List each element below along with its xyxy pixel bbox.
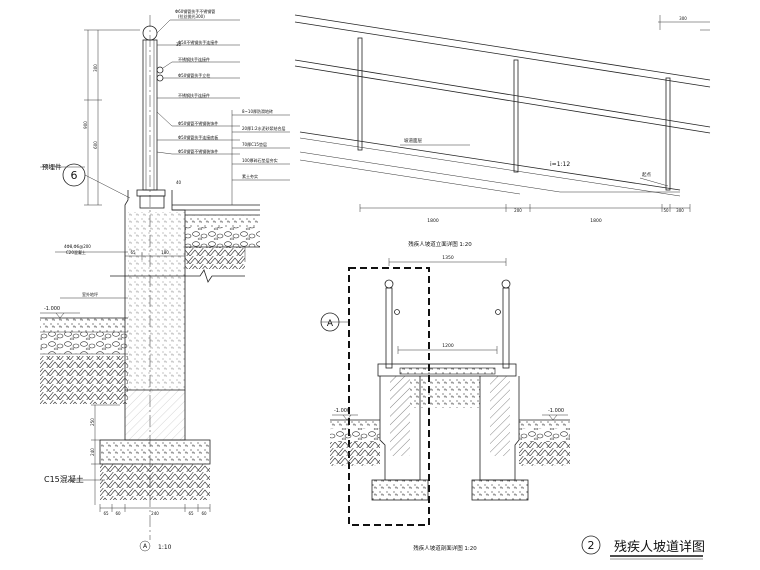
level-left-cross: -1.000 — [334, 408, 350, 414]
dim-b5: 300 — [676, 208, 684, 213]
left-section-labels: Φ60钢管扶手不锈钢管 (拉丝抛光300) Φ50不锈钢扶手连接件 不锈钢扶手连… — [64, 8, 286, 297]
label-rebar-sub: C20混凝土 — [66, 249, 86, 255]
left-section-text: 预埋件 6 -1.000 C15混凝土 300 900 600 250 240 … — [42, 42, 207, 551]
dim-v4: 250 — [90, 418, 95, 426]
dim-v1: 300 — [93, 64, 98, 72]
highlight-box — [348, 267, 430, 526]
cross-section-caption: 残疾人坡道剖面详图 1:20 — [413, 544, 477, 552]
level-left: -1.000 — [44, 306, 60, 312]
dim-h5: 60 — [201, 511, 207, 516]
elevation-text: 坡道面层 i=1:12 起点 300 1800 200 1800 50 300 … — [404, 16, 687, 248]
dim-h4: 65 — [188, 511, 194, 516]
label-base-plate-2: Φ50钢管不锈钢装饰件 — [178, 148, 218, 154]
label-concrete: C15混凝土 — [44, 474, 84, 484]
elevation — [294, 14, 711, 212]
dim-small-1: 30 — [176, 42, 182, 47]
label-bolt: Φ50钢管不锈钢装饰件 — [178, 120, 218, 126]
section-marker-letter: A — [327, 319, 334, 329]
label-layer5: 素土夯实 — [242, 173, 258, 179]
caption-scale-left: 1:10 — [158, 544, 172, 551]
label-layer2: 20厚1:2水泥砂浆结合层 — [242, 125, 286, 131]
detail-number: 6 — [71, 169, 78, 182]
dim-total: 1350 — [442, 255, 454, 261]
label-slope: 坡道面层 — [404, 137, 422, 144]
cross-section — [320, 258, 570, 526]
label-base-plate: Φ50钢管扶手连接底板 — [178, 134, 218, 140]
label-layer3: 70厚C15垫层 — [242, 141, 267, 147]
dim-v2: 900 — [83, 121, 88, 129]
title-block-text: 2 残疾人坡道详图 — [588, 539, 706, 555]
label-post-a: 不锈钢扶手连接件 — [178, 56, 210, 62]
title-number: 2 — [588, 539, 595, 552]
dim-h1: 65 — [103, 511, 109, 516]
label-layer1: 8~10厚防滑地砖 — [242, 108, 273, 114]
title-block — [581, 535, 703, 560]
label-clamp: Φ50不锈钢扶手连接件 — [178, 39, 218, 45]
label-embed: 预埋件 — [42, 162, 62, 171]
left-section — [40, 15, 290, 552]
dim-v5: 240 — [90, 448, 95, 456]
dim-small-2: 40 — [176, 180, 182, 185]
dim-h2: 60 — [115, 511, 121, 516]
label-rail-top-sub: (拉丝抛光300) — [178, 13, 205, 19]
dim-h3: 240 — [151, 511, 159, 516]
dim-inner: 1200 — [442, 343, 454, 349]
dim-b2: 200 — [514, 208, 522, 213]
label-start: 起点 — [642, 172, 651, 178]
dim-b3: 1800 — [590, 218, 602, 224]
label-rebar: 4Φ8,Φ6@200 — [64, 244, 91, 249]
drawing-title: 残疾人坡道详图 — [614, 540, 705, 555]
cross-section-text: 1350 1200 -1.000 -1.000 A 残疾人坡道剖面详图 1:20 — [327, 255, 564, 552]
label-layer4: 100厚碎石垫层夯实 — [242, 157, 278, 163]
dim-65: 65 — [130, 250, 136, 255]
label-ground-note: 室外地坪 — [82, 291, 98, 297]
caption-symbol-left: A — [143, 543, 148, 550]
title-number-circle — [581, 535, 601, 555]
label-rail-top: Φ60钢管扶手不锈钢管 — [175, 8, 215, 14]
dim-v3: 600 — [93, 141, 98, 149]
dim-b4: 50 — [663, 208, 669, 213]
label-post-b: Φ50钢管扶手立柱 — [178, 72, 210, 78]
dim-b1: 1800 — [427, 218, 439, 224]
dim-top: 300 — [679, 16, 687, 21]
label-post-c: 不锈钢扶手连接件 — [178, 92, 210, 98]
label-gradient: i=1:12 — [550, 161, 570, 168]
elevation-caption: 残疾人坡道立面详图 1:20 — [408, 240, 472, 248]
level-right-cross: -1.000 — [548, 408, 564, 414]
dim-180: 180 — [161, 250, 169, 255]
